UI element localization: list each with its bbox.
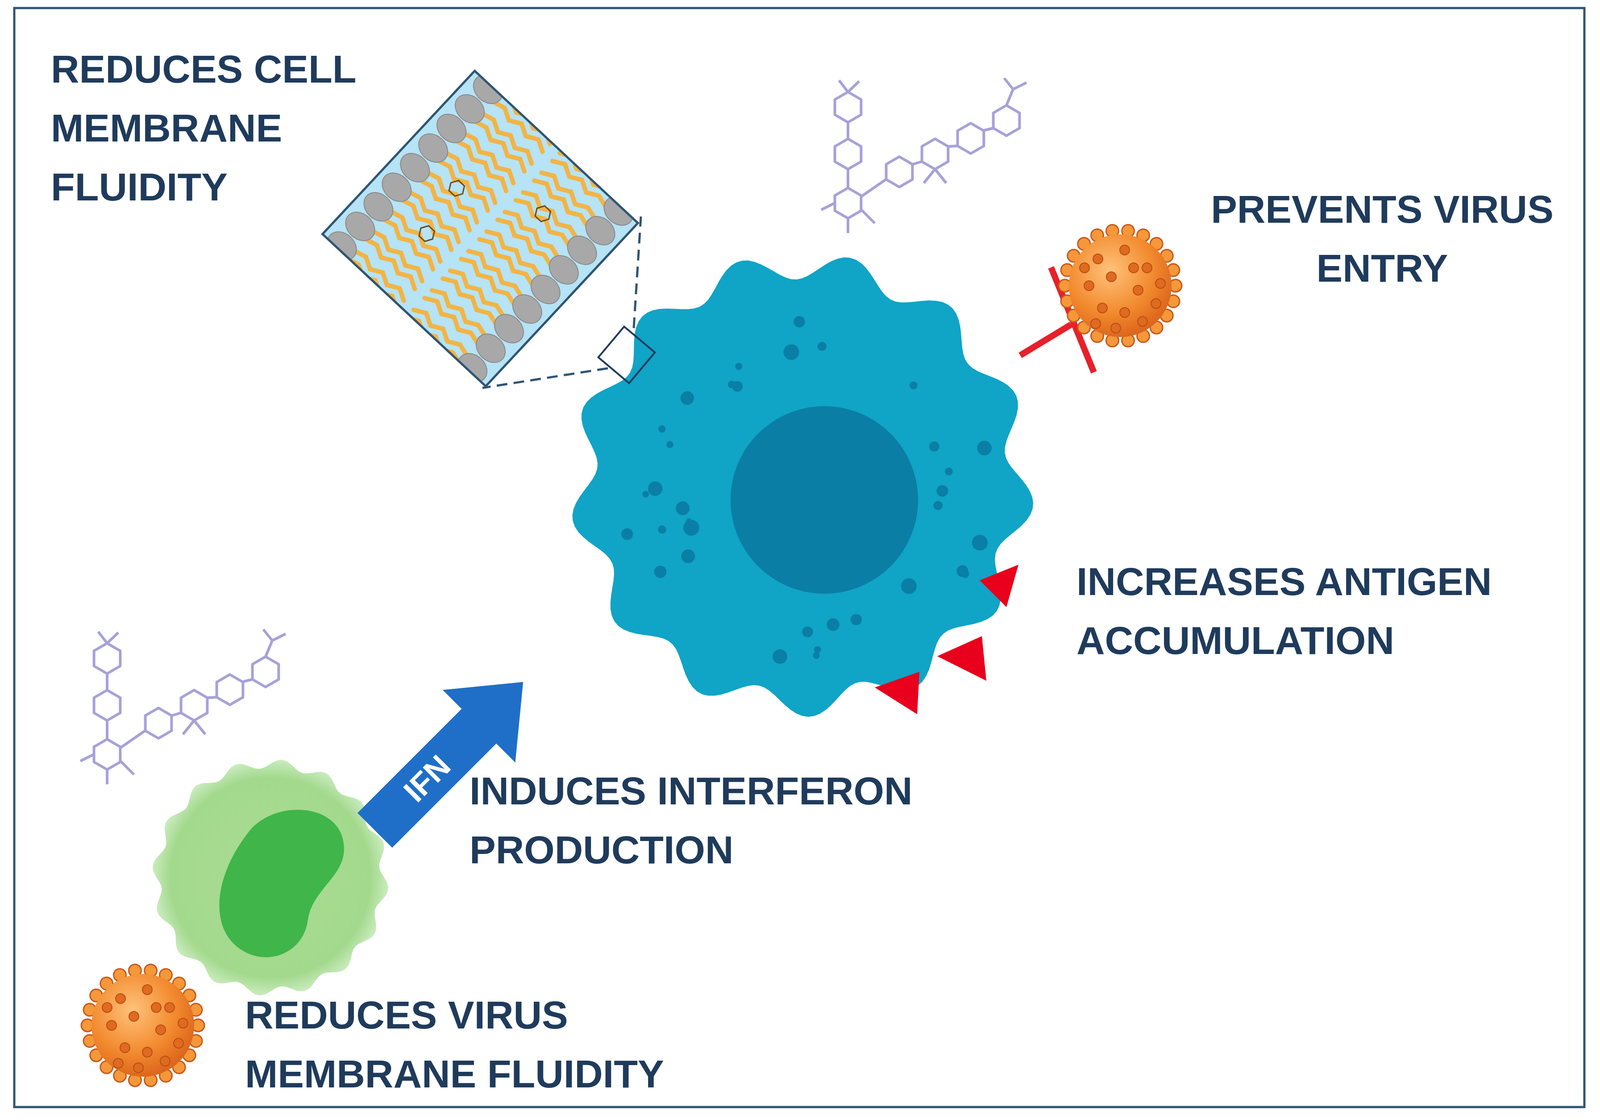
annotation-label: INDUCES INTERFERON PRODUCTION <box>469 761 970 880</box>
annotation-label: INCREASES ANTIGEN ACCUMULATION <box>1076 552 1550 670</box>
annotation-label: REDUCES VIRUS MEMBRANE FLUIDITY <box>245 985 692 1104</box>
molecule-structure <box>80 629 286 785</box>
molecule-structure <box>821 78 1027 233</box>
annotation-label: REDUCES CELL MEMBRANE FLUIDITY <box>50 39 408 217</box>
frame <box>14 8 1585 1107</box>
host-cell <box>572 257 1034 717</box>
immune-cell <box>152 759 388 995</box>
antigen-triangles <box>874 564 1019 715</box>
annotation-label: PREVENTS VIRUS ENTRY <box>1181 179 1584 298</box>
membrane-inset <box>316 64 644 392</box>
virus-particle <box>1058 224 1182 347</box>
virus-particle <box>81 964 205 1086</box>
